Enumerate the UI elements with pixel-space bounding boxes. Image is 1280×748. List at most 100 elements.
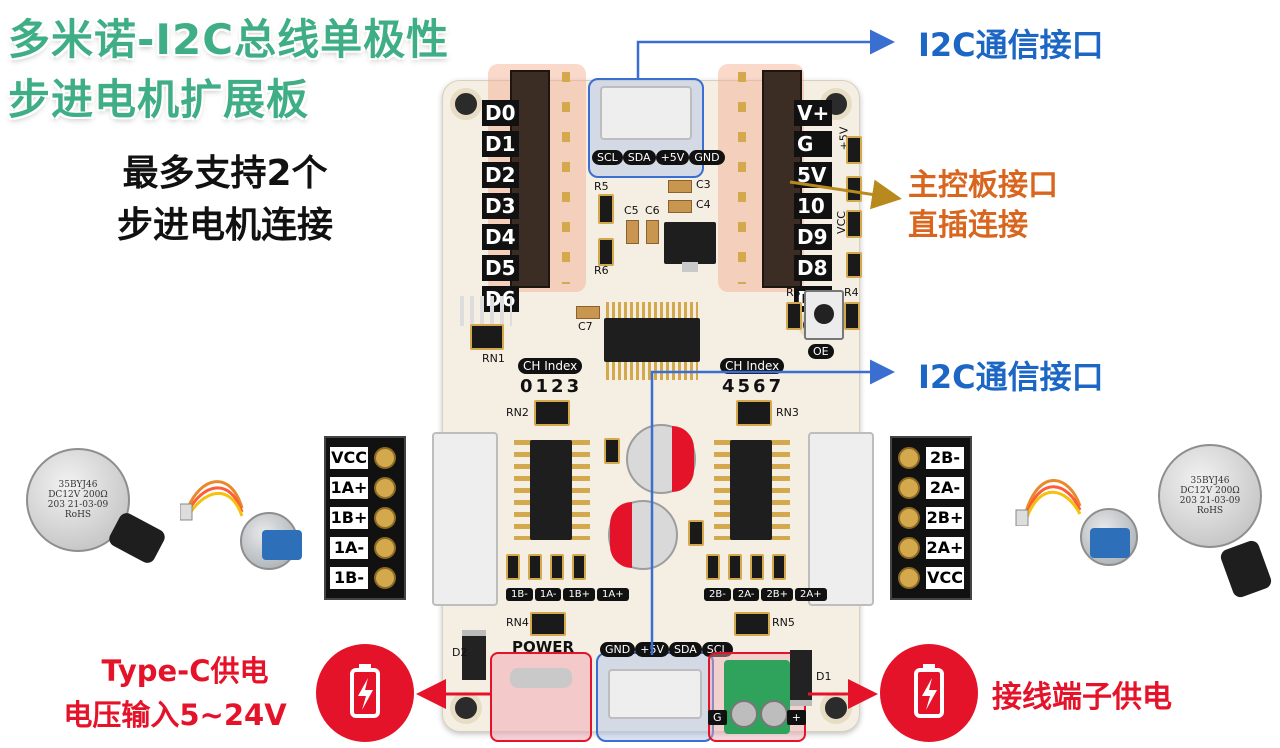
screw-icon[interactable] xyxy=(730,700,758,728)
terminal-pin[interactable] xyxy=(898,447,920,469)
motor-rohs-label: RoHS xyxy=(1196,506,1224,516)
label-r4: R4 xyxy=(844,286,859,299)
motor-date-label: 203 21-03-09 xyxy=(1179,496,1241,506)
resistor-network-rn1 xyxy=(470,324,504,350)
terminal-left-label: 1A- xyxy=(330,537,368,559)
label-c6: C6 xyxy=(645,204,660,217)
label-c7: C7 xyxy=(578,320,593,333)
resistor-led-5v xyxy=(846,176,862,202)
motor-connector-right[interactable] xyxy=(808,432,874,606)
callout-terminal-power: 接线端子供电 xyxy=(992,680,1172,715)
arrow-icon xyxy=(650,359,895,655)
terminal-left-label: VCC xyxy=(330,447,368,469)
resistor-network-rn2 xyxy=(534,400,570,426)
terminal-right-label: 2B- xyxy=(926,447,964,469)
pin-label: D0 xyxy=(482,100,519,126)
type-c-port[interactable] xyxy=(490,652,592,742)
coil-label: 1B+ xyxy=(563,588,596,601)
terminal-pin[interactable] xyxy=(898,537,920,559)
voltage-regulator-chip xyxy=(664,222,716,264)
label-rn5: RN5 xyxy=(772,616,795,629)
header-pins-right xyxy=(738,72,746,284)
pin-label: D3 xyxy=(482,193,519,219)
resistor-r4 xyxy=(844,302,860,330)
pin-label: D9 xyxy=(794,224,833,250)
battery-charging-icon xyxy=(880,644,978,742)
motor-rating-label: DC12V 200Ω xyxy=(48,490,108,500)
terminal-left-label: 1B- xyxy=(330,567,368,589)
stepper-motor-right-large: 35BYJ46 DC12V 200Ω 203 21-03-09 RoHS xyxy=(1158,444,1262,548)
arrow-icon xyxy=(789,179,902,210)
motor-connector-left[interactable] xyxy=(432,432,498,606)
coil-label: 2A+ xyxy=(795,588,827,601)
i2c-connector-bottom[interactable]: GND +5V SDA SCL xyxy=(596,642,733,742)
resistor-r6 xyxy=(598,238,614,266)
title-line-2: 步进电机扩展板 xyxy=(8,75,310,124)
terminal-pin[interactable] xyxy=(374,537,396,559)
coil-leds-left xyxy=(506,554,586,580)
driver-chip-right xyxy=(730,440,772,540)
label-r5: R5 xyxy=(594,180,609,193)
button-cap-icon xyxy=(814,304,834,324)
label-rn4: RN4 xyxy=(506,616,529,629)
label-d2: D2 xyxy=(452,646,468,659)
coil-label: 2B- xyxy=(704,588,731,601)
pin-label: D2 xyxy=(482,162,519,188)
i2c-top-pin-label: SDA xyxy=(622,150,656,165)
coil-label: 2A- xyxy=(732,588,760,601)
i2c-top-pin-label: GND xyxy=(689,150,725,165)
label-c3: C3 xyxy=(696,178,711,191)
driver-chip-left xyxy=(530,440,572,540)
callout-main-board-line-1: 主控板接口 xyxy=(908,168,1058,203)
terminal-pin[interactable] xyxy=(898,477,920,499)
jst-housing-bottom xyxy=(608,669,702,719)
left-pin-labels: D0 D1 D2 D3 D4 D5 D6 xyxy=(482,100,519,312)
label-r6: R6 xyxy=(594,264,609,277)
arrow-icon xyxy=(636,29,895,80)
subtitle-line-1: 最多支持2个 xyxy=(122,153,328,194)
screw-icon[interactable] xyxy=(760,700,788,728)
capacitor-c5 xyxy=(626,220,639,244)
label-terminal-plus: + xyxy=(786,710,806,725)
coil-label: 2B+ xyxy=(761,588,794,601)
coil-label: 1A- xyxy=(534,588,562,601)
label-oe: OE xyxy=(808,344,834,359)
i2c-bottom-pin-label: GND xyxy=(600,642,636,657)
pin-array xyxy=(460,296,512,326)
led-5v xyxy=(846,136,862,164)
terminal-right-label: 2A+ xyxy=(926,537,964,559)
terminal-right-label: VCC xyxy=(926,567,964,589)
motor-model-label: 35BYJ46 xyxy=(58,480,98,490)
resistor-led-vcc xyxy=(846,252,862,278)
terminal-pin[interactable] xyxy=(374,477,396,499)
label-rn1: RN1 xyxy=(482,352,505,365)
terminal-right-label: 2A- xyxy=(926,477,964,499)
i2c-connector-top[interactable]: SCL SDA +5V GND xyxy=(588,78,725,178)
coil-labels-left: 1B- 1A- 1B+ 1A+ xyxy=(506,588,629,601)
motor-wires-right xyxy=(1015,479,1082,526)
callout-i2c-top: I2C通信接口 xyxy=(918,26,1104,64)
resistor-r5 xyxy=(598,194,614,224)
terminal-pin[interactable] xyxy=(374,507,396,529)
electrolytic-capacitor-1 xyxy=(626,424,696,494)
motor-wires-left xyxy=(180,480,244,521)
pin-label: D4 xyxy=(482,224,519,250)
ch-index-right-values: 4567 xyxy=(722,376,785,397)
callout-main-board-line-2: 直插连接 xyxy=(908,208,1028,243)
terminal-pin[interactable] xyxy=(374,447,396,469)
pin-label: V+ xyxy=(794,100,833,126)
terminal-pin[interactable] xyxy=(898,567,920,589)
terminal-pin[interactable] xyxy=(898,507,920,529)
label-c5: C5 xyxy=(624,204,639,217)
oe-button[interactable] xyxy=(804,290,844,340)
resistor-network-rn5 xyxy=(734,612,770,636)
motor-rating-label: DC12V 200Ω xyxy=(1180,486,1240,496)
battery-charging-icon xyxy=(316,644,414,742)
label-r3: R3 xyxy=(786,286,801,299)
label-c4: C4 xyxy=(696,198,711,211)
ch-index-right-label: CH Index xyxy=(720,358,785,374)
terminal-pin[interactable] xyxy=(374,567,396,589)
pin-label: D1 xyxy=(482,131,519,157)
title-line-1: 多米诺-I2C总线单极性 xyxy=(8,15,450,64)
diode-d1 xyxy=(790,650,812,706)
